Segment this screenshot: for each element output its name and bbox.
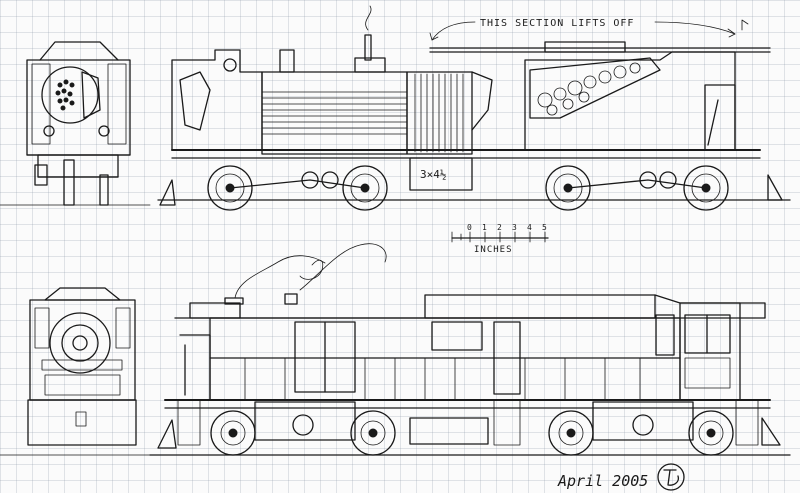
boiler-bands — [261, 91, 408, 135]
diesel-end-view — [0, 287, 151, 456]
scale-unit: INCHES — [474, 245, 513, 255]
scale-tick-0: 0 — [467, 223, 472, 232]
firebox-bars — [414, 73, 464, 153]
scale-tick-1: 1 — [482, 223, 487, 232]
signature-block: April 2005 — [557, 463, 685, 491]
side-panels — [209, 357, 681, 401]
steam-end-view — [0, 41, 151, 206]
boiler-rivet-dots — [55, 79, 75, 111]
scale-tick-4: 4 — [527, 223, 532, 232]
scale-bar: 0 1 2 3 4 5 INCHES — [451, 223, 549, 255]
diesel-side-view — [149, 243, 791, 456]
dimension-label: 3×4½ — [420, 168, 447, 181]
diesel-front-truck — [210, 401, 396, 456]
smoke-swirl — [234, 255, 326, 299]
diesel-rear-truck — [548, 401, 734, 456]
rear-truck — [545, 165, 729, 211]
scale-tick-5: 5 — [542, 223, 547, 232]
front-truck — [207, 165, 388, 211]
scale-tick-2: 2 — [497, 223, 502, 232]
lift-arrow-right — [654, 21, 736, 35]
initials-circle — [657, 463, 685, 491]
signature-date: April 2005 — [557, 472, 648, 490]
lift-arrow-left — [431, 21, 476, 41]
coal-load — [537, 62, 641, 116]
scale-tick-3: 3 — [512, 223, 517, 232]
lift-off-note: THIS SECTION LIFTS OFF — [480, 18, 634, 29]
steam-side-view: 3×4½ THIS SECTION LIFTS OFF — [157, 5, 791, 211]
